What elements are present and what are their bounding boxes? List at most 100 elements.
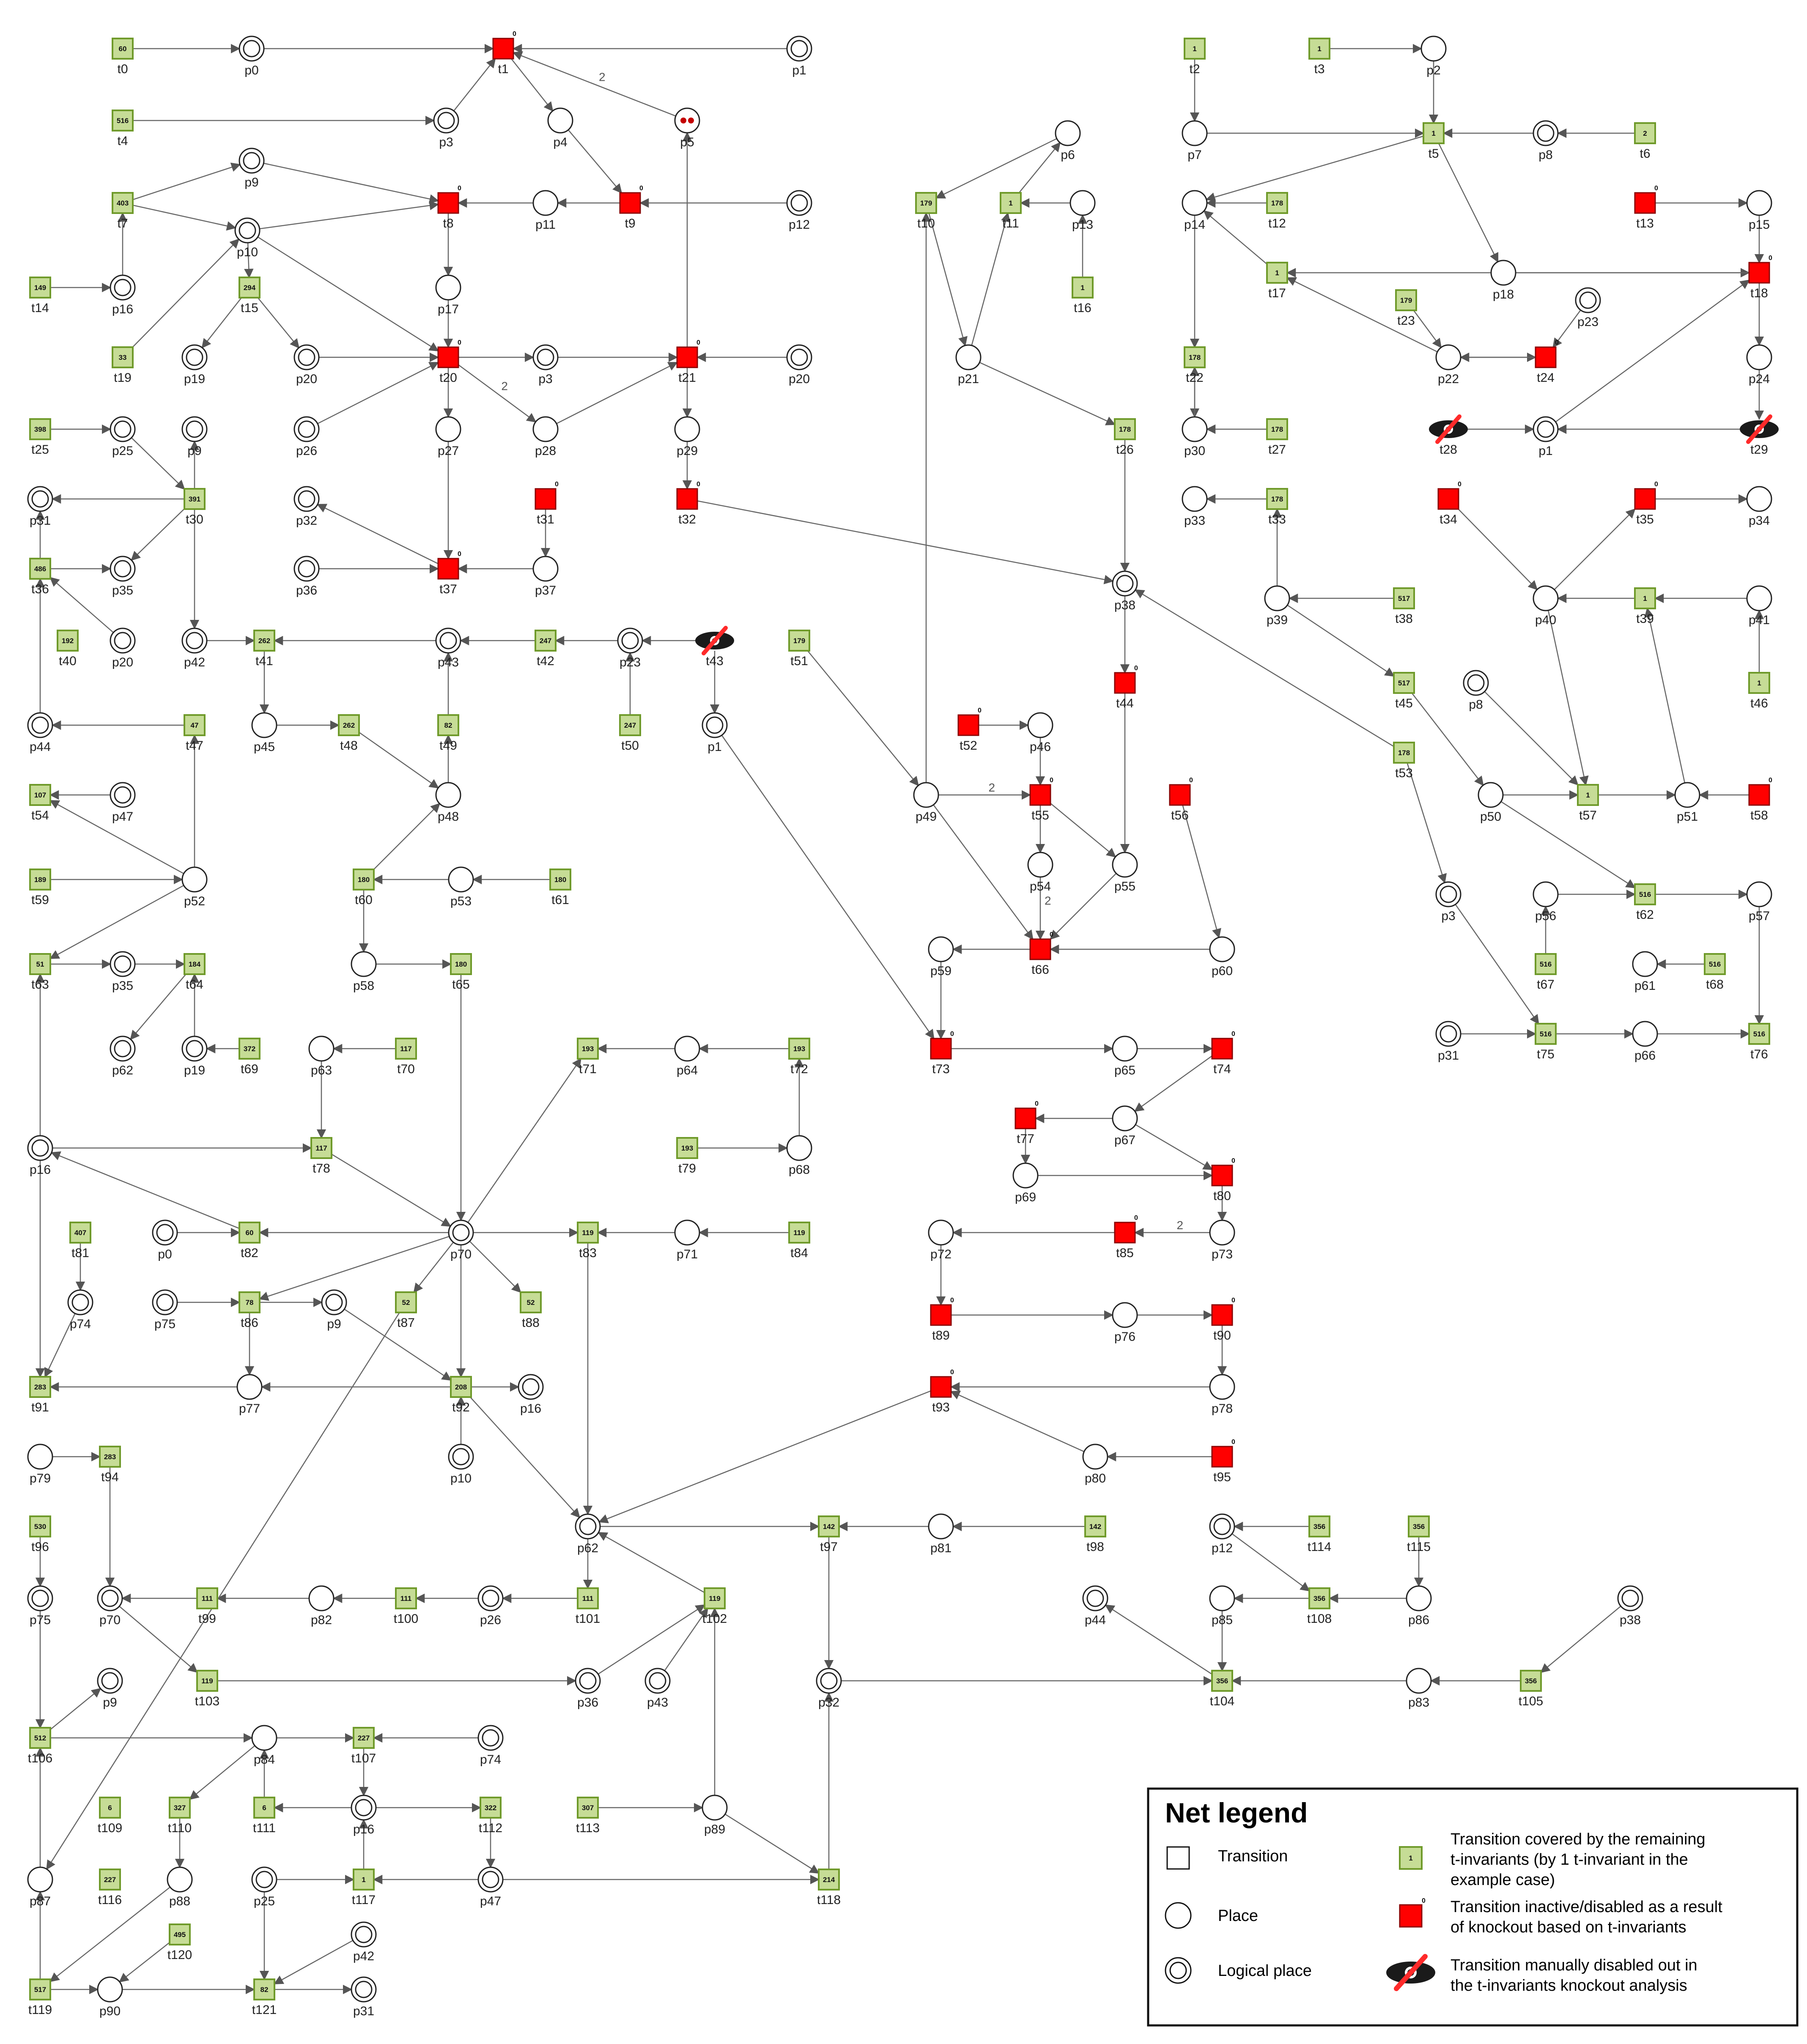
transition-label: t31	[537, 512, 554, 526]
arc	[598, 1532, 705, 1593]
logical-place: p0	[152, 1219, 178, 1261]
transition-label: t16	[1074, 301, 1091, 315]
place-label: p76	[1114, 1330, 1135, 1344]
place-label: p38	[1114, 598, 1135, 612]
place: p66	[1632, 1021, 1658, 1063]
place: p61	[1632, 951, 1658, 993]
transition-covered: 2t6	[1634, 122, 1656, 161]
place-label: p36	[577, 1696, 598, 1710]
place: p50	[1478, 782, 1504, 824]
place-label: p79	[30, 1471, 51, 1485]
transition-label: t29	[1750, 443, 1768, 457]
transition-label: t56	[1171, 808, 1189, 822]
transition-count: 111	[582, 1595, 594, 1603]
arc	[132, 205, 236, 231]
token	[680, 118, 686, 123]
transition-label: t37	[439, 582, 457, 596]
transition-count: 0	[1769, 255, 1772, 262]
legend-manual-text-2: the t-invariants knockout analysis	[1451, 1977, 1687, 1995]
transition-label: t119	[28, 2003, 52, 2017]
transition-label: t68	[1706, 978, 1724, 992]
place: p64	[674, 1036, 700, 1077]
token	[688, 118, 694, 123]
place-label: p7	[1187, 148, 1201, 162]
transition-label: t52	[960, 739, 977, 753]
transition-label: t83	[579, 1246, 597, 1260]
transition-count: 178	[1119, 425, 1131, 433]
arc	[1205, 135, 1424, 202]
transition-label: t75	[1537, 1047, 1555, 1061]
transition-count: 1	[1009, 199, 1012, 207]
transition-label: t42	[537, 654, 554, 668]
transition-count: 516	[1540, 1030, 1552, 1038]
logical-place: p42	[181, 627, 208, 669]
logical-place: p3	[433, 107, 459, 149]
legend-covered-text-3: example case)	[1451, 1871, 1555, 1889]
place: p90	[97, 1976, 123, 2018]
transition-label: t90	[1213, 1329, 1231, 1343]
transition-count: 530	[34, 1523, 46, 1531]
legend-place-symbol	[1165, 1902, 1192, 1929]
place-label: p4	[553, 135, 567, 149]
place: p13	[1069, 190, 1096, 232]
arc	[201, 297, 242, 348]
transition-count: 82	[260, 1986, 269, 1994]
place-label: p74	[70, 1317, 91, 1331]
arc	[1134, 1055, 1212, 1112]
place-label: p20	[112, 655, 133, 669]
transition-label: t25	[31, 443, 49, 457]
logical-place: p8	[1533, 120, 1559, 162]
place: p71	[674, 1219, 700, 1261]
transition-label: t98	[1086, 1540, 1104, 1554]
transition-count: 0	[978, 707, 982, 714]
arc	[1458, 509, 1538, 590]
transition-label: t97	[820, 1540, 838, 1554]
transition-count: 486	[34, 565, 46, 573]
legend-knockout-text-2: of knockout based on t-invariants	[1451, 1918, 1686, 1936]
place: p79	[27, 1444, 53, 1485]
place: p49	[913, 782, 939, 824]
transition-count: 1	[1586, 791, 1590, 799]
place: p57	[1746, 881, 1772, 923]
place-label: p27	[438, 444, 459, 458]
transition-label: t113	[576, 1821, 600, 1835]
place: p21	[955, 344, 982, 386]
place-label: p47	[480, 1894, 501, 1908]
transition-label: t73	[932, 1062, 950, 1076]
arc	[373, 803, 441, 870]
transition-count: 516	[1709, 960, 1721, 968]
legend-frame	[1147, 1787, 1799, 2027]
place-label: p44	[30, 740, 51, 754]
transition-manual: t43	[695, 626, 734, 668]
logical-place: p75	[27, 1585, 53, 1627]
arc	[512, 51, 676, 117]
transition-label: t10	[917, 216, 935, 230]
logical-place: p9	[97, 1668, 123, 1710]
arc	[1438, 143, 1499, 263]
arc	[511, 58, 554, 112]
place: p78	[1209, 1374, 1235, 1416]
transition-covered: 516 t75	[1535, 1023, 1557, 1061]
logical-place: p38	[1112, 570, 1138, 612]
logical-place: p31	[1435, 1021, 1462, 1063]
place-label: p70	[450, 1247, 472, 1261]
place-label: p20	[789, 372, 810, 386]
